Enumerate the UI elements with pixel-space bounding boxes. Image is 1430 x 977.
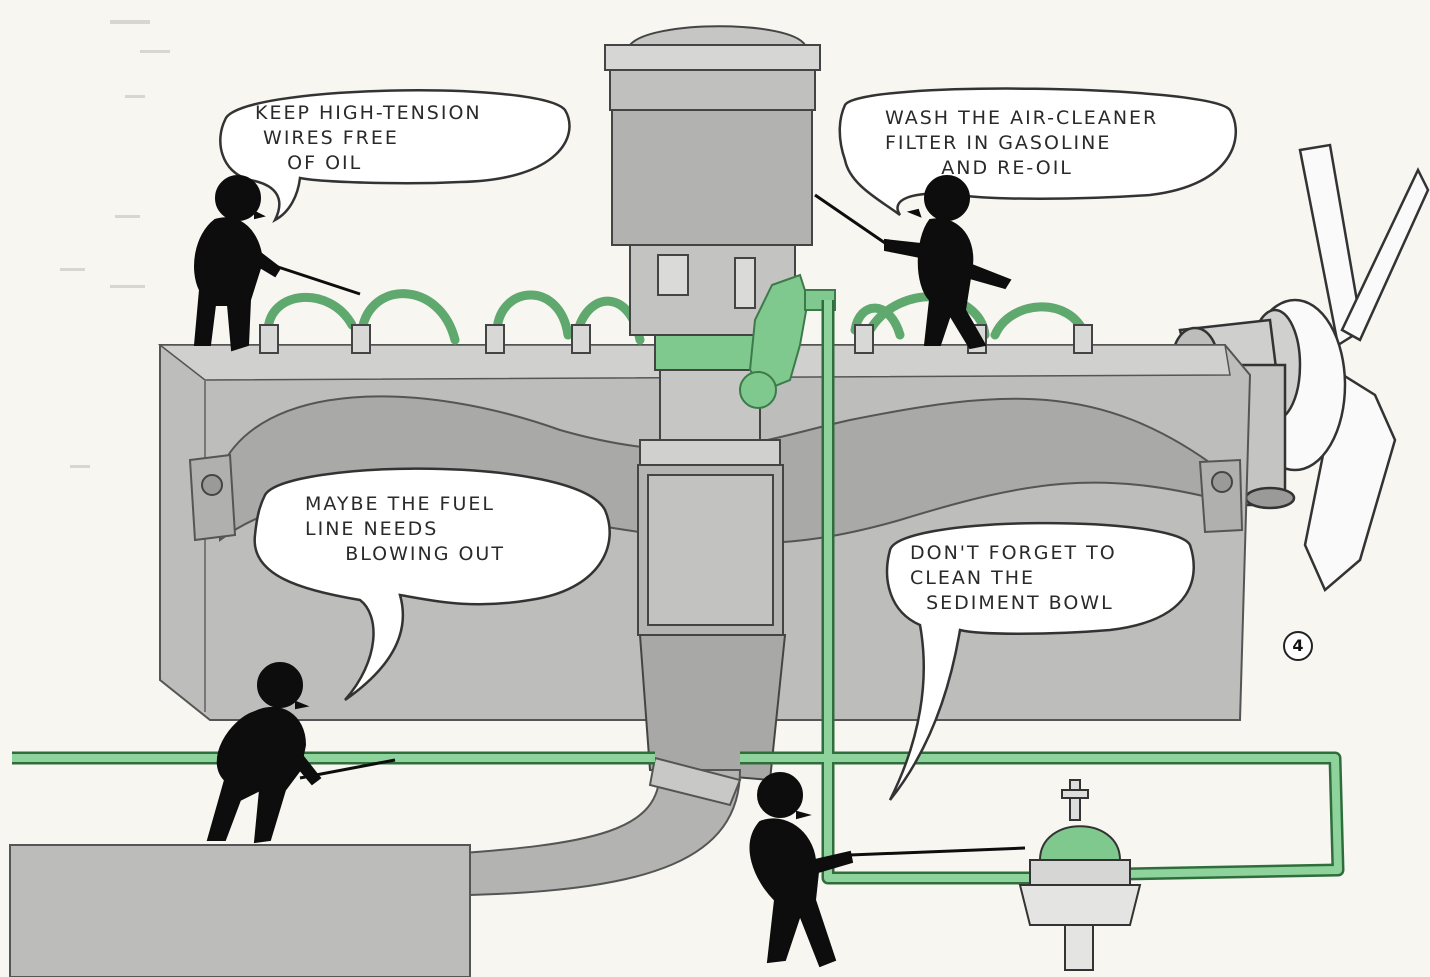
bubble-text-filter: WASH THE AIR-CLEANER FILTER IN GASOLINE …: [885, 106, 1158, 181]
sediment-bowl: [1020, 780, 1140, 970]
bubble-text-fuel-line: MAYBE THE FUEL LINE NEEDS BLOWING OUT: [305, 492, 505, 567]
mechanic-bottom-center: [751, 773, 1025, 966]
mechanic-top-left: [195, 176, 360, 350]
bubble-text-sediment: DON'T FORGET TO CLEAN THE SEDIMENT BOWL: [910, 541, 1117, 616]
frame-box: [10, 845, 470, 977]
figure-number-badge: 4: [1283, 631, 1313, 661]
bubble-text-wires: KEEP HIGH-TENSION WIRES FREE OF OIL: [255, 101, 482, 176]
exhaust-pipe: [430, 758, 740, 975]
paper-marks: [60, 20, 170, 468]
